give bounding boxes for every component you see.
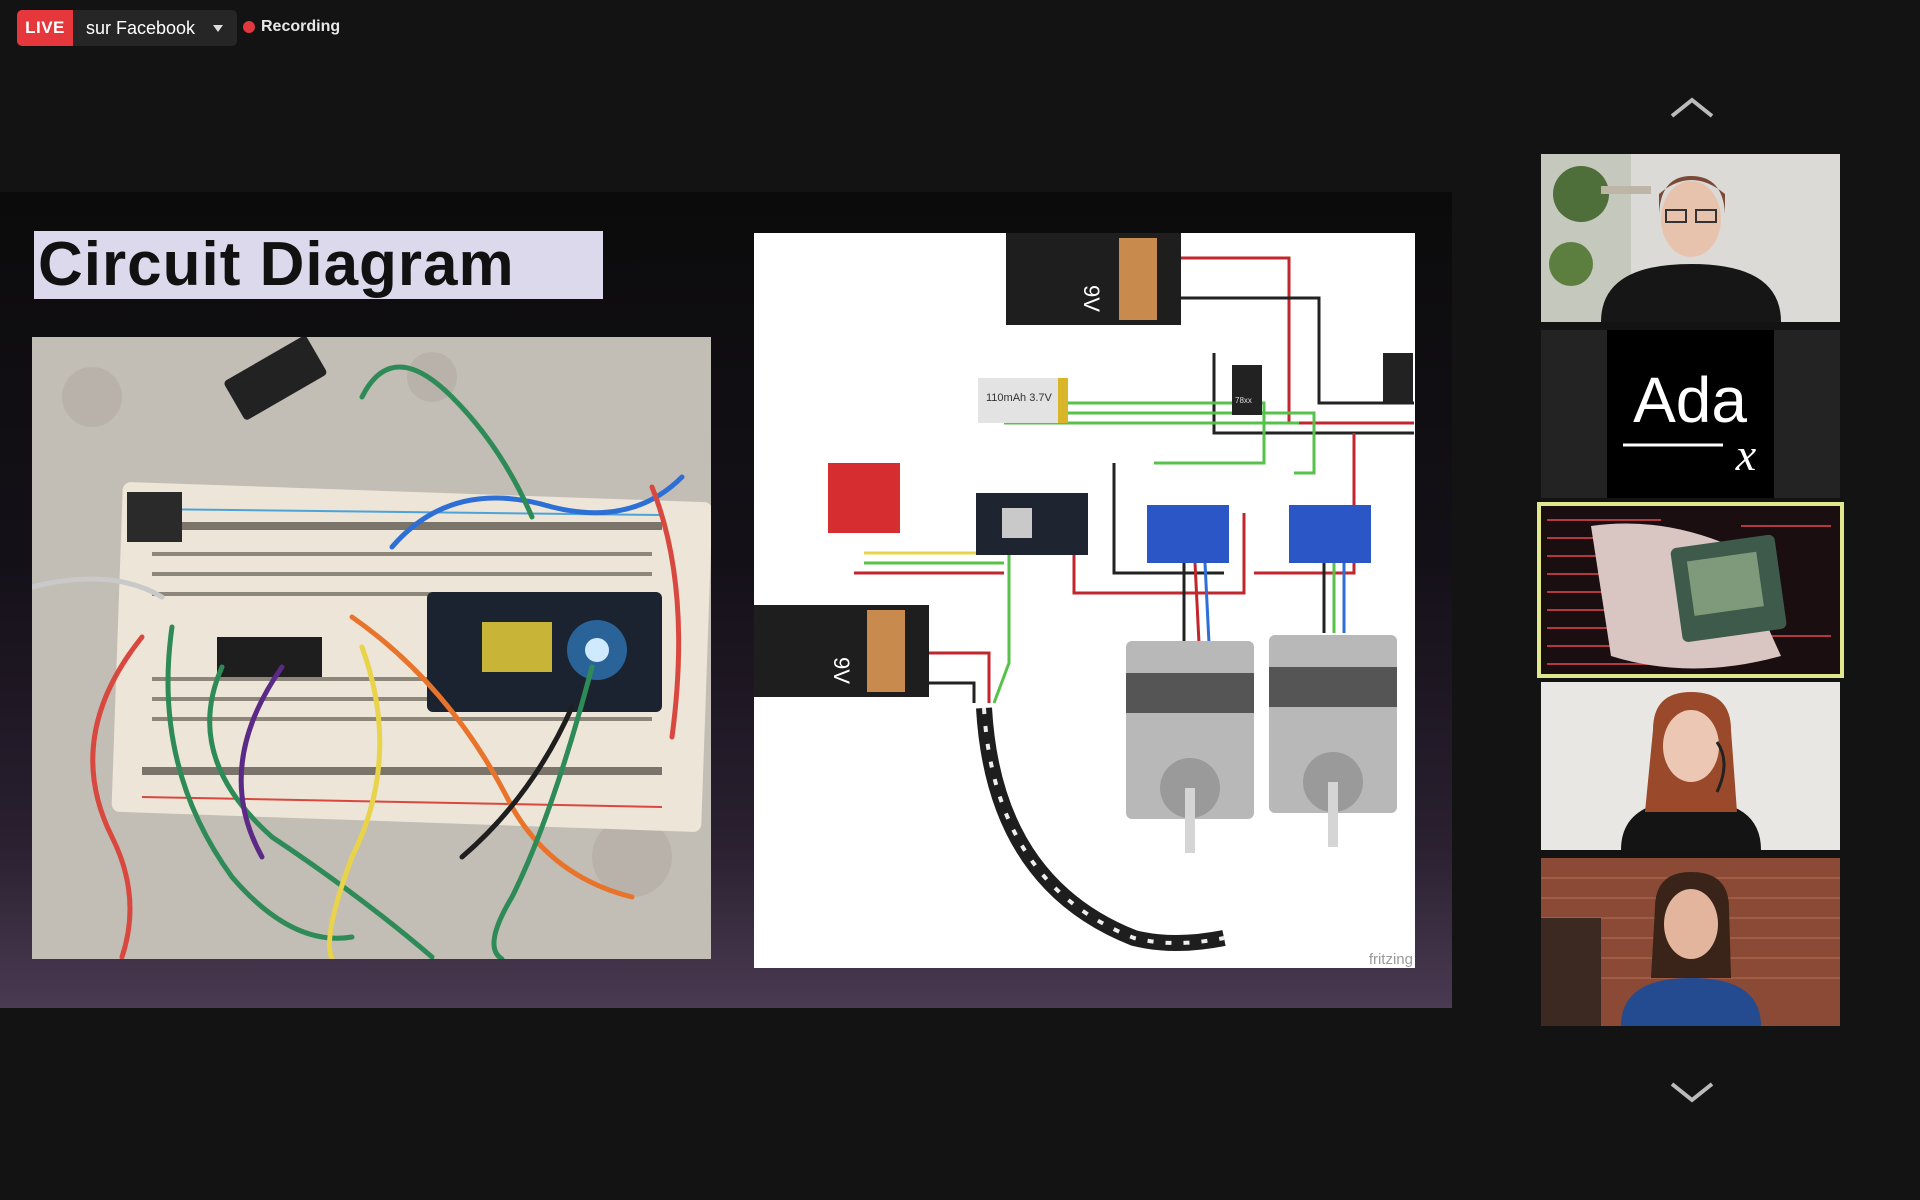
- caret-down-icon: [213, 24, 224, 32]
- ada-x-logo: Ada x: [1541, 330, 1840, 498]
- chevron-up-icon[interactable]: [1669, 96, 1715, 120]
- participant-video-3-active-speaker[interactable]: [1537, 502, 1844, 678]
- participant-ada-x[interactable]: Ada x: [1541, 330, 1840, 498]
- breadboard-photo: [32, 337, 711, 959]
- live-target-dropdown[interactable]: sur Facebook: [73, 10, 238, 46]
- participant-video-frame: [1541, 858, 1840, 1026]
- recording-indicator[interactable]: Recording: [243, 18, 340, 36]
- live-badge: LIVE: [17, 10, 73, 46]
- participant-video-frame: [1541, 154, 1840, 322]
- chevron-down-icon[interactable]: [1669, 1080, 1715, 1104]
- participant-video-frame: [1541, 682, 1840, 850]
- live-target-label: sur Facebook: [86, 17, 196, 38]
- participant-video-1[interactable]: [1541, 154, 1840, 322]
- live-stream-control[interactable]: LIVE sur Facebook: [17, 10, 238, 46]
- svg-text:9V: 9V: [829, 657, 854, 684]
- shared-screen: Circuit Diagram: [0, 192, 1452, 1008]
- participant-video-4[interactable]: [1541, 682, 1840, 850]
- battery-top: 9V: [1006, 233, 1181, 325]
- svg-text:9V: 9V: [1079, 285, 1104, 312]
- svg-text:110mAh 3.7V: 110mAh 3.7V: [986, 392, 1053, 404]
- battery-left: 9V: [754, 605, 929, 697]
- circuit-diagram: 9V 9V 110mAh 3.7V 78xx: [754, 233, 1415, 968]
- recording-dot-icon: [243, 21, 255, 33]
- participant-video-frame: [1541, 506, 1840, 674]
- recording-label: Recording: [261, 18, 341, 35]
- fritzing-watermark: fritzing: [1368, 951, 1413, 968]
- slide-title: Circuit Diagram: [34, 231, 603, 299]
- breadboard-photo-graphic: [32, 337, 711, 959]
- circuit-diagram-graphic: 9V 9V 110mAh 3.7V 78xx: [754, 233, 1415, 968]
- svg-text:Ada: Ada: [1633, 364, 1747, 436]
- svg-text:78xx: 78xx: [1235, 396, 1252, 405]
- svg-text:x: x: [1735, 429, 1757, 480]
- participant-video-5[interactable]: [1541, 858, 1840, 1026]
